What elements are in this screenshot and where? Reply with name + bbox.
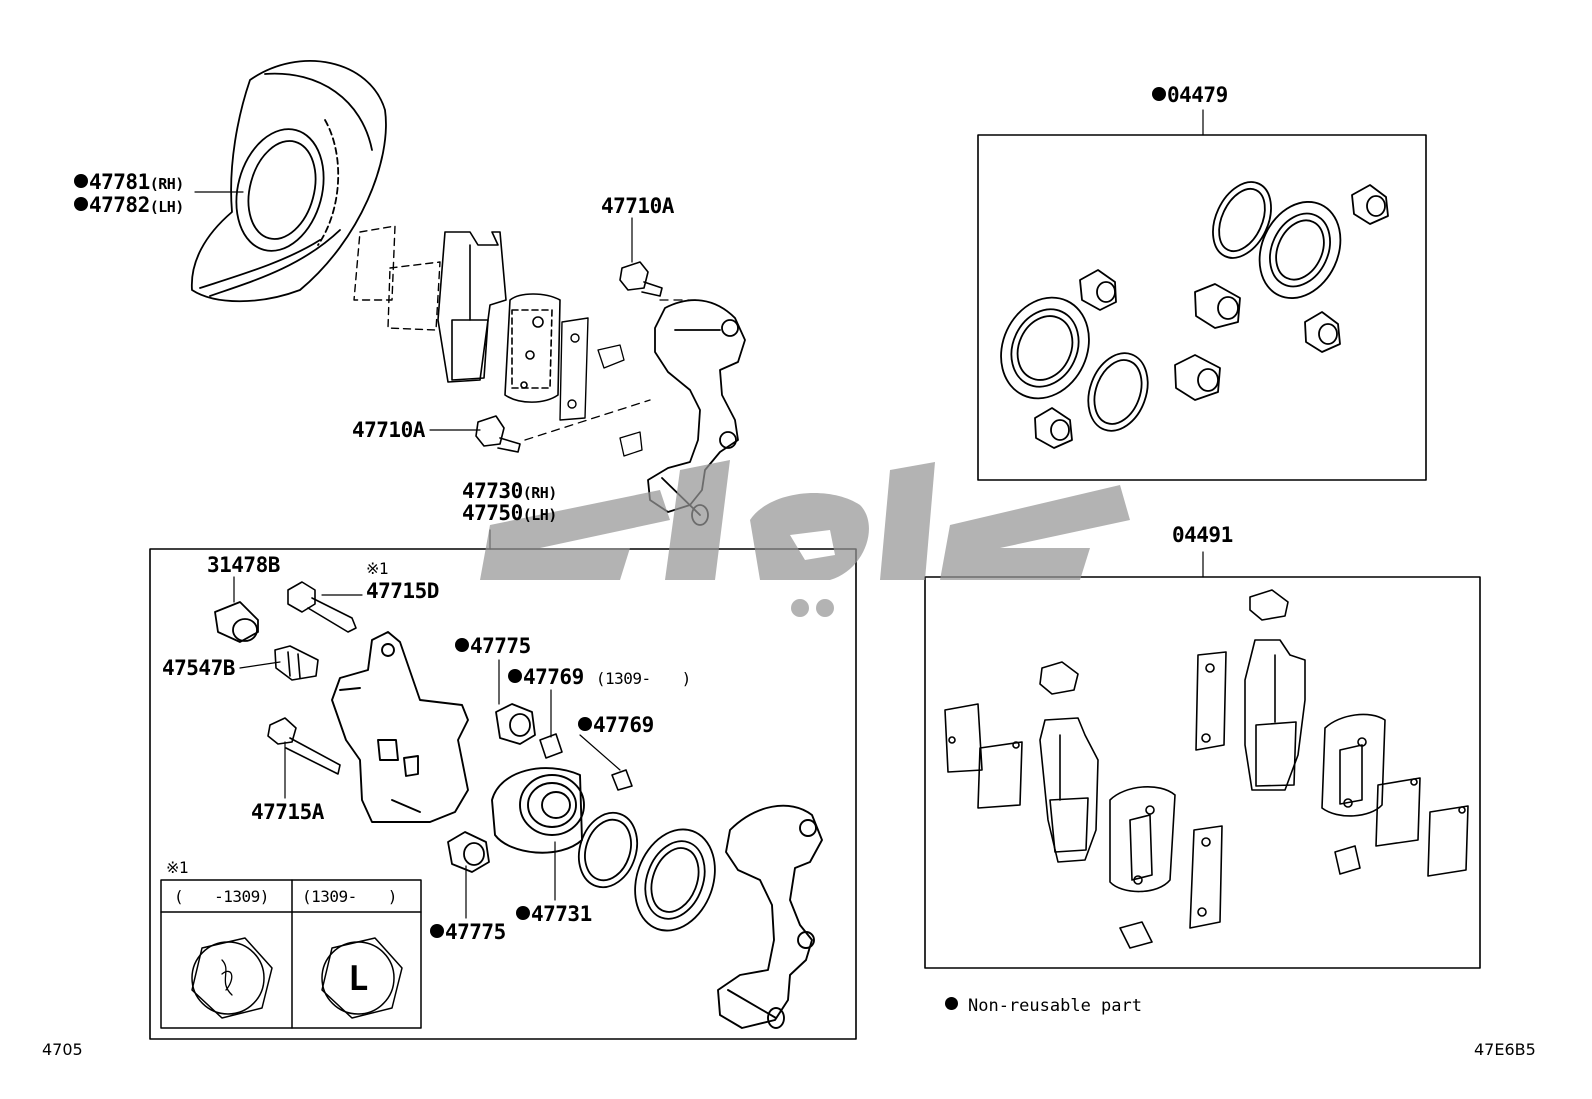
label-47730: 47730(RH) [462,481,557,502]
legend: Non-reusable part [945,996,1142,1016]
inset-table [160,879,422,1029]
label-47547B: 47547B [162,656,235,680]
bushing-31478B [214,601,259,643]
caliper-body [331,631,469,823]
non-reusable-dot-icon [578,717,592,731]
label-47715A: 47715A [251,800,324,824]
label-47715D: 47715D [366,579,439,603]
upper-dashed-guides [524,299,701,441]
date-range: (1309- ) [595,669,691,688]
upper-shims [353,225,441,331]
bleeder-47547B [274,645,319,681]
bushing-47769-mid [611,769,633,791]
upper-outer-pad [504,293,561,403]
dust-shield [191,60,387,303]
kit-04491-parts [944,589,1469,949]
part-number: 04479 [1167,83,1228,107]
side-note: (RH) [149,175,185,193]
part-number: 47775 [470,634,531,658]
lower-mounting-bracket [717,804,823,1029]
inset-note-mark: ※1 [166,858,189,877]
piston-47731 [491,767,585,854]
side-note: (RH) [522,484,558,502]
label-47731: 47731 [516,904,592,925]
part-number: 47731 [531,902,592,926]
upper-wear-plate [559,317,589,421]
side-note: (LH) [522,506,558,524]
label-47775-top: 47775 [455,636,531,657]
non-reusable-dot-icon [74,174,88,188]
leader-lines [194,109,1204,919]
kit-04479-parts [1000,181,1389,449]
label-47710A-top: 47710A [601,194,674,218]
seal-ring [577,811,639,889]
cylinder-boot [634,828,716,932]
part-number: 47750 [462,501,523,525]
part-number: 47782 [89,193,150,217]
dust-boot-47775-bot [447,831,490,873]
side-note: (LH) [149,198,185,216]
diagram-code-left: 4705 [42,1040,83,1059]
label-47782: 47782(LH) [74,195,184,216]
part-number: 47769 [523,665,584,689]
non-reusable-dot-icon [508,669,522,683]
label-47769-mid: 47769 [578,715,654,736]
inset-col-left: ( -1309) [174,887,269,906]
label-47781: 47781(RH) [74,172,184,193]
inset-col-right: (1309- ) [302,887,397,906]
upper-clips [597,344,643,457]
non-reusable-dot-icon [74,197,88,211]
kit-04479-box [977,134,1427,481]
part-number: 47775 [445,920,506,944]
non-reusable-dot-icon [945,997,958,1010]
label-47750: 47750(LH) [462,503,557,524]
part-number: 47781 [89,170,150,194]
bolt-47710A-top [619,261,663,297]
label-note-mark: ※1 [366,559,389,578]
non-reusable-dot-icon [516,906,530,920]
bushing-47769-top [539,733,563,759]
non-reusable-dot-icon [430,924,444,938]
bolt-47710A-mid [475,415,521,453]
watermark [470,430,1150,660]
part-number: 47730 [462,479,523,503]
non-reusable-dot-icon [455,638,469,652]
dust-boot-47775-top [495,703,536,745]
slide-pin-47715A [267,717,341,775]
label-47775-bot: 47775 [430,922,506,943]
label-04491: 04491 [1172,523,1233,547]
label-47769-top: 47769 (1309- ) [508,667,691,688]
label-31478B: 31478B [207,553,280,577]
label-47710A-mid: 47710A [352,418,425,442]
inset-bolt-letter: L [348,959,368,999]
diagram-code-right: 47E6B5 [1474,1040,1536,1059]
non-reusable-dot-icon [1152,87,1166,101]
legend-text: Non-reusable part [968,996,1142,1016]
slide-pin-47715D [287,581,357,633]
label-04479: 04479 [1152,85,1228,106]
upper-inner-pad [437,231,507,383]
part-number: 47769 [593,713,654,737]
